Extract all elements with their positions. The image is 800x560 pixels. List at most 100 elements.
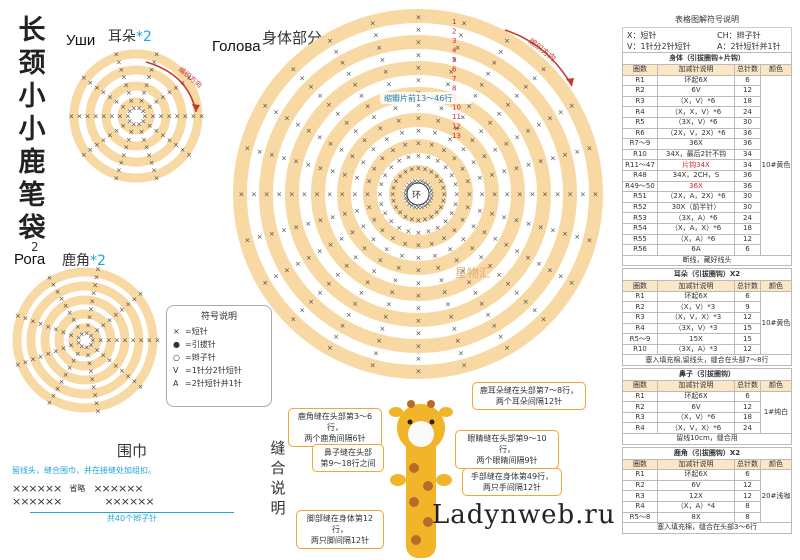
ear-stitch-icon: × <box>127 108 133 116</box>
horn-stitch-icon: × <box>88 305 94 313</box>
body-stitch-icon: × <box>314 191 320 199</box>
body-stitch-icon: × <box>429 141 435 149</box>
body-stitch-icon: × <box>465 204 471 212</box>
horn-stitch-icon: × <box>79 343 85 351</box>
table-cell: R49～50 <box>622 180 658 193</box>
body-stitch-icon: × <box>447 246 453 254</box>
horn-stitch-icon: × <box>155 337 161 345</box>
body-stitch-icon: × <box>435 117 441 125</box>
body-stitch-icon: × <box>479 81 485 89</box>
table-cell: R3 <box>622 411 658 424</box>
table-cell: （X，A）*6 <box>657 233 735 246</box>
table-cell: R5 <box>622 116 658 129</box>
body-stitch-icon: × <box>295 121 301 129</box>
body-stitch-icon: × <box>416 254 422 262</box>
body-stitch-icon: × <box>340 59 346 67</box>
table-cell: R4 <box>622 106 658 118</box>
horn-stitch-icon: × <box>92 282 98 290</box>
table-cell: 环起6X <box>657 390 735 403</box>
body-stitch-icon: × <box>448 68 454 76</box>
legend-x: X：短针 <box>627 31 657 40</box>
ear-stitch-icon: × <box>160 132 166 140</box>
table-cell: 9 <box>734 301 761 314</box>
body-watermark: 星物汇 <box>455 266 491 280</box>
table-cell: 36 <box>734 138 761 150</box>
ear-stitch-icon: × <box>131 120 137 128</box>
body-stitch-icon: × <box>419 178 425 186</box>
horn-stitch-icon: × <box>68 331 74 339</box>
body-stitch-icon: × <box>299 307 305 315</box>
scarf-stitches-left-2: ×××××× <box>12 495 62 508</box>
body-stitch-icon: × <box>305 161 311 169</box>
legend-item: V=1针分2针短针 <box>167 364 271 377</box>
ear-stitch-icon: × <box>147 122 153 130</box>
body-stitch-icon: × <box>342 210 348 218</box>
body-stitch-icon: × <box>416 317 422 325</box>
body-stitch-icon: × <box>435 264 441 272</box>
horn-ring <box>68 323 102 357</box>
horn-ring <box>12 267 158 413</box>
title-char: 长 <box>18 15 46 46</box>
table-footer: 留线10cm，缝合用 <box>622 433 792 445</box>
table-header: 加减针说明 <box>657 458 735 471</box>
body-stitch-icon: × <box>397 172 403 180</box>
table-cell: R11～47 <box>622 159 658 171</box>
body-stitch-icon: × <box>504 37 510 45</box>
table-cell: 30 <box>734 201 761 214</box>
table-cell: 36X <box>657 180 735 193</box>
horn-stitch-icon: × <box>88 341 94 349</box>
horn-stitch-icon: × <box>53 326 59 334</box>
table-cell: （X，V）*6 <box>657 95 735 108</box>
body-stitch-icon: × <box>406 181 412 189</box>
legend-text: =1针分2针短针 <box>185 366 242 375</box>
body-stitch-icon: × <box>538 223 544 231</box>
body-stitch-icon: × <box>562 230 568 238</box>
body-stitch-icon: × <box>416 342 422 350</box>
body-stitch-icon: × <box>396 117 402 125</box>
scarf-count: 共40个辫子针 <box>106 514 158 523</box>
table-color-cell: 10#黄色 <box>760 290 792 356</box>
body-stitch-icon: × <box>487 119 493 127</box>
table-header: 颜色 <box>760 64 792 76</box>
table-color-cell: 1#纯白 <box>760 390 792 435</box>
giraffe-snout <box>408 421 434 447</box>
body-stitch-icon: × <box>419 203 425 211</box>
body-stitch-icon: × <box>541 316 547 324</box>
ear-stitch-icon: × <box>142 113 148 121</box>
ear-stitch-icon: × <box>116 167 122 175</box>
body-stitch-icon: × <box>339 146 345 154</box>
body-stitch-icon: × <box>526 220 532 228</box>
horn-stitch-icon: × <box>131 295 137 303</box>
table-header: 颜色 <box>760 280 792 292</box>
ear-stitch-icon: × <box>167 89 173 97</box>
body-stitch-icon: × <box>390 146 396 154</box>
horn-stitch-icon: × <box>51 392 57 400</box>
body-stitch-icon: × <box>350 229 356 237</box>
body-stitch-icon: × <box>388 163 394 171</box>
ear-stitch-icon: × <box>154 174 160 182</box>
body-stitch-icon: × <box>293 158 299 166</box>
body-stitch-icon: × <box>492 191 498 199</box>
body-center-icon <box>406 182 430 206</box>
horn-stitch-icon: × <box>63 302 69 310</box>
horn-stitch-icon: × <box>75 350 81 358</box>
body-stitch-icon: × <box>491 322 497 330</box>
body-stitch-icon: × <box>473 289 479 297</box>
ear-stitch-icon: × <box>139 97 145 105</box>
legend-symbol-icon: ○ <box>173 353 180 362</box>
assembly-title-char: 缝 <box>270 439 286 457</box>
legend-text: =短针 <box>185 327 208 336</box>
scarf-stitches-right: ×××××× <box>93 482 143 495</box>
body-stitch-icon: × <box>264 191 270 199</box>
body-stitch-icon: × <box>371 235 377 243</box>
body-stitch-icon: × <box>318 217 324 225</box>
body-stitch-icon: × <box>452 154 458 162</box>
assembly-title-char: 合 <box>270 459 286 477</box>
body-stitch-icon: × <box>379 154 385 162</box>
table-cell: 18 <box>734 222 761 235</box>
horn-stitch-icon: × <box>131 378 137 386</box>
table-cell: 36 <box>734 127 761 140</box>
